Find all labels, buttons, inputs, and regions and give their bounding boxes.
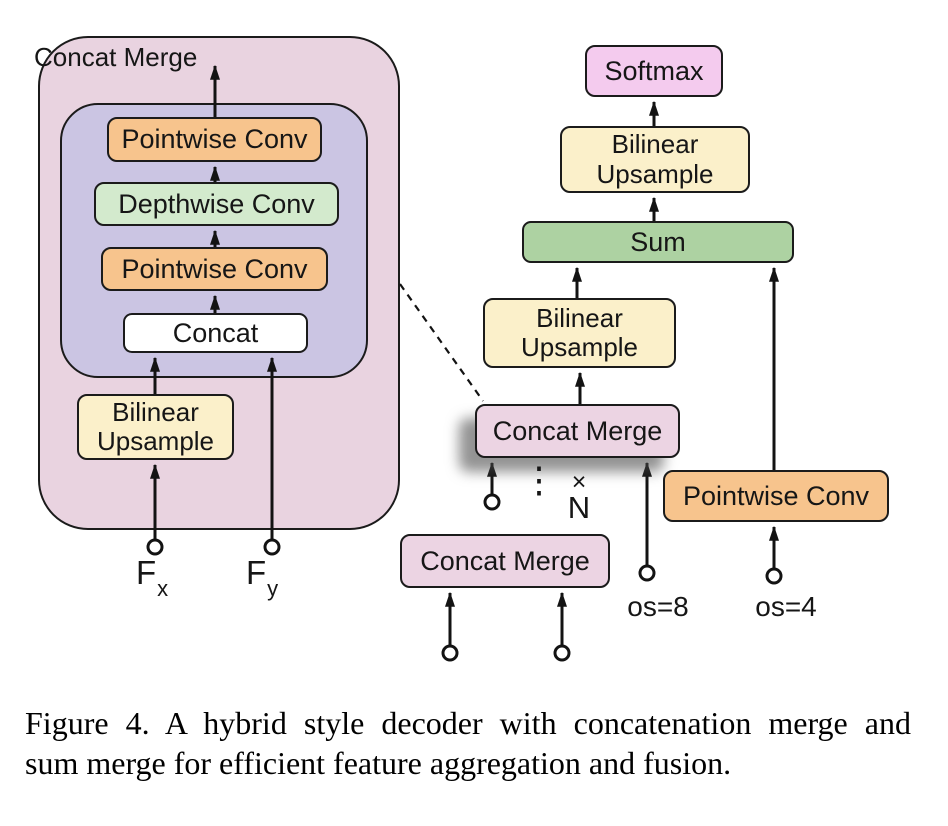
caption-line-1: Figure 4. A hybrid style decoder with co… [25, 705, 911, 741]
concat-merge-block: Concat Merge [475, 404, 680, 458]
concat-merge-panel-title: Concat Merge [34, 42, 198, 72]
softmax-block: Softmax [585, 45, 723, 97]
figure-caption: Figure 4. A hybrid style decoder with co… [25, 703, 911, 783]
times-symbol: × [571, 468, 587, 496]
input-node-lower-1 [441, 644, 459, 662]
concat-block: Concat [123, 313, 308, 353]
sum-block: Sum [522, 221, 794, 263]
pointwise-conv-bottom-block: Pointwise Conv [101, 247, 328, 291]
input-node-os8 [638, 564, 656, 582]
concat-merge-lower-block: Concat Merge [400, 534, 610, 588]
os4-label: os=4 [755, 591, 817, 622]
input-label-fy: Fy [246, 554, 279, 601]
expansion-dashed-line [399, 283, 484, 402]
pointwise-conv-top-block: Pointwise Conv [107, 117, 322, 162]
input-node-os4 [765, 567, 783, 585]
bilinear-upsample-left-block: Bilinear Upsample [77, 394, 234, 460]
fy-main: F [246, 554, 267, 591]
input-node-fy [263, 538, 281, 556]
fx-main: F [136, 554, 157, 591]
input-node-merge-left [483, 493, 501, 511]
os8-label: os=8 [627, 591, 689, 622]
fy-sub: y [267, 575, 279, 601]
depthwise-conv-block: Depthwise Conv [94, 182, 339, 226]
pointwise-conv-right-block: Pointwise Conv [663, 470, 889, 522]
bilinear-upsample-top-block: Bilinear Upsample [560, 126, 750, 193]
input-label-fx: Fx [136, 554, 169, 601]
repeat-count-label: N [567, 490, 591, 525]
bilinear-upsample-mid-block: Bilinear Upsample [483, 298, 676, 368]
input-node-lower-2 [553, 644, 571, 662]
input-node-fx [146, 538, 164, 556]
caption-line-2: sum merge for efficient feature aggregat… [25, 745, 732, 781]
vertical-ellipsis: ⋮ [521, 459, 557, 500]
fx-sub: x [157, 575, 169, 601]
